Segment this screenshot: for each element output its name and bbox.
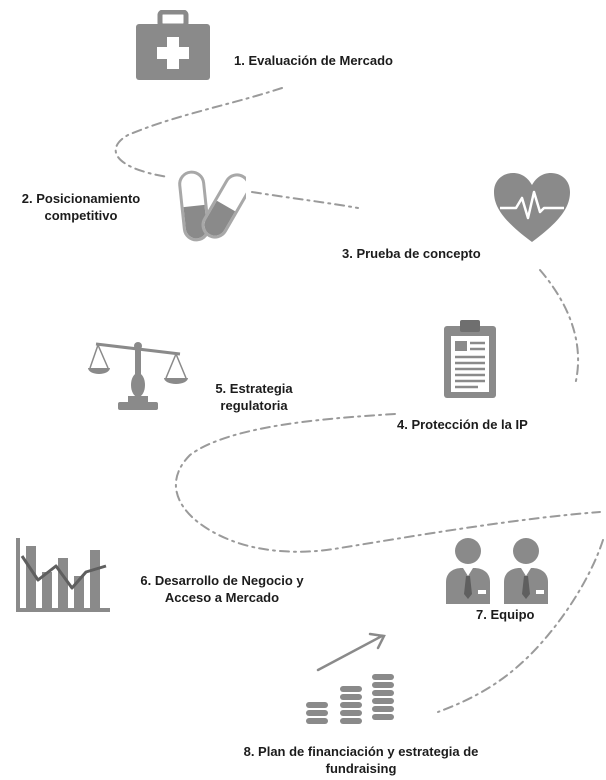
step-6-label: 6. Desarrollo de Negocio y Acceso a Merc… xyxy=(132,572,312,606)
path-segment-4-6 xyxy=(174,413,601,553)
coins-growth-icon xyxy=(302,630,402,730)
step-2-label: 2. Posicionamiento competitivo xyxy=(6,190,156,224)
step-6-line2: Acceso a Mercado xyxy=(164,590,280,605)
balance-scale-icon xyxy=(88,330,188,416)
clipboard-document-icon xyxy=(442,318,498,400)
step-5-line2: regulatoria xyxy=(220,398,288,413)
path-segment-3-4 xyxy=(539,269,579,386)
step-5-label: 5. Estrategia regulatoria xyxy=(208,380,300,414)
pills-icon xyxy=(176,166,251,244)
step-8-label: 8. Plan de financiación y estrategia de … xyxy=(206,743,516,777)
path-segment-7-8 xyxy=(437,539,604,713)
step-6-line1: 6. Desarrollo de Negocio y xyxy=(140,573,304,588)
step-1-label: 1. Evaluación de Mercado xyxy=(234,53,393,68)
path-segment-2-3 xyxy=(251,191,359,209)
step-7-label: 7. Equipo xyxy=(476,607,535,622)
medical-kit-icon xyxy=(134,9,212,82)
step-2-line2: competitivo xyxy=(44,208,118,223)
team-people-icon xyxy=(444,536,552,606)
step-2-line1: 2. Posicionamiento xyxy=(21,191,141,206)
heart-pulse-icon xyxy=(492,172,572,244)
step-5-line1: 5. Estrategia xyxy=(215,381,293,396)
step-8-line2: fundraising xyxy=(325,761,397,776)
path-segment-1-2 xyxy=(114,87,283,178)
bar-line-chart-icon xyxy=(8,536,112,616)
step-4-label: 4. Protección de la IP xyxy=(397,417,528,432)
step-8-line1: 8. Plan de financiación y estrategia de xyxy=(243,744,479,759)
step-3-label: 3. Prueba de concepto xyxy=(342,246,481,261)
